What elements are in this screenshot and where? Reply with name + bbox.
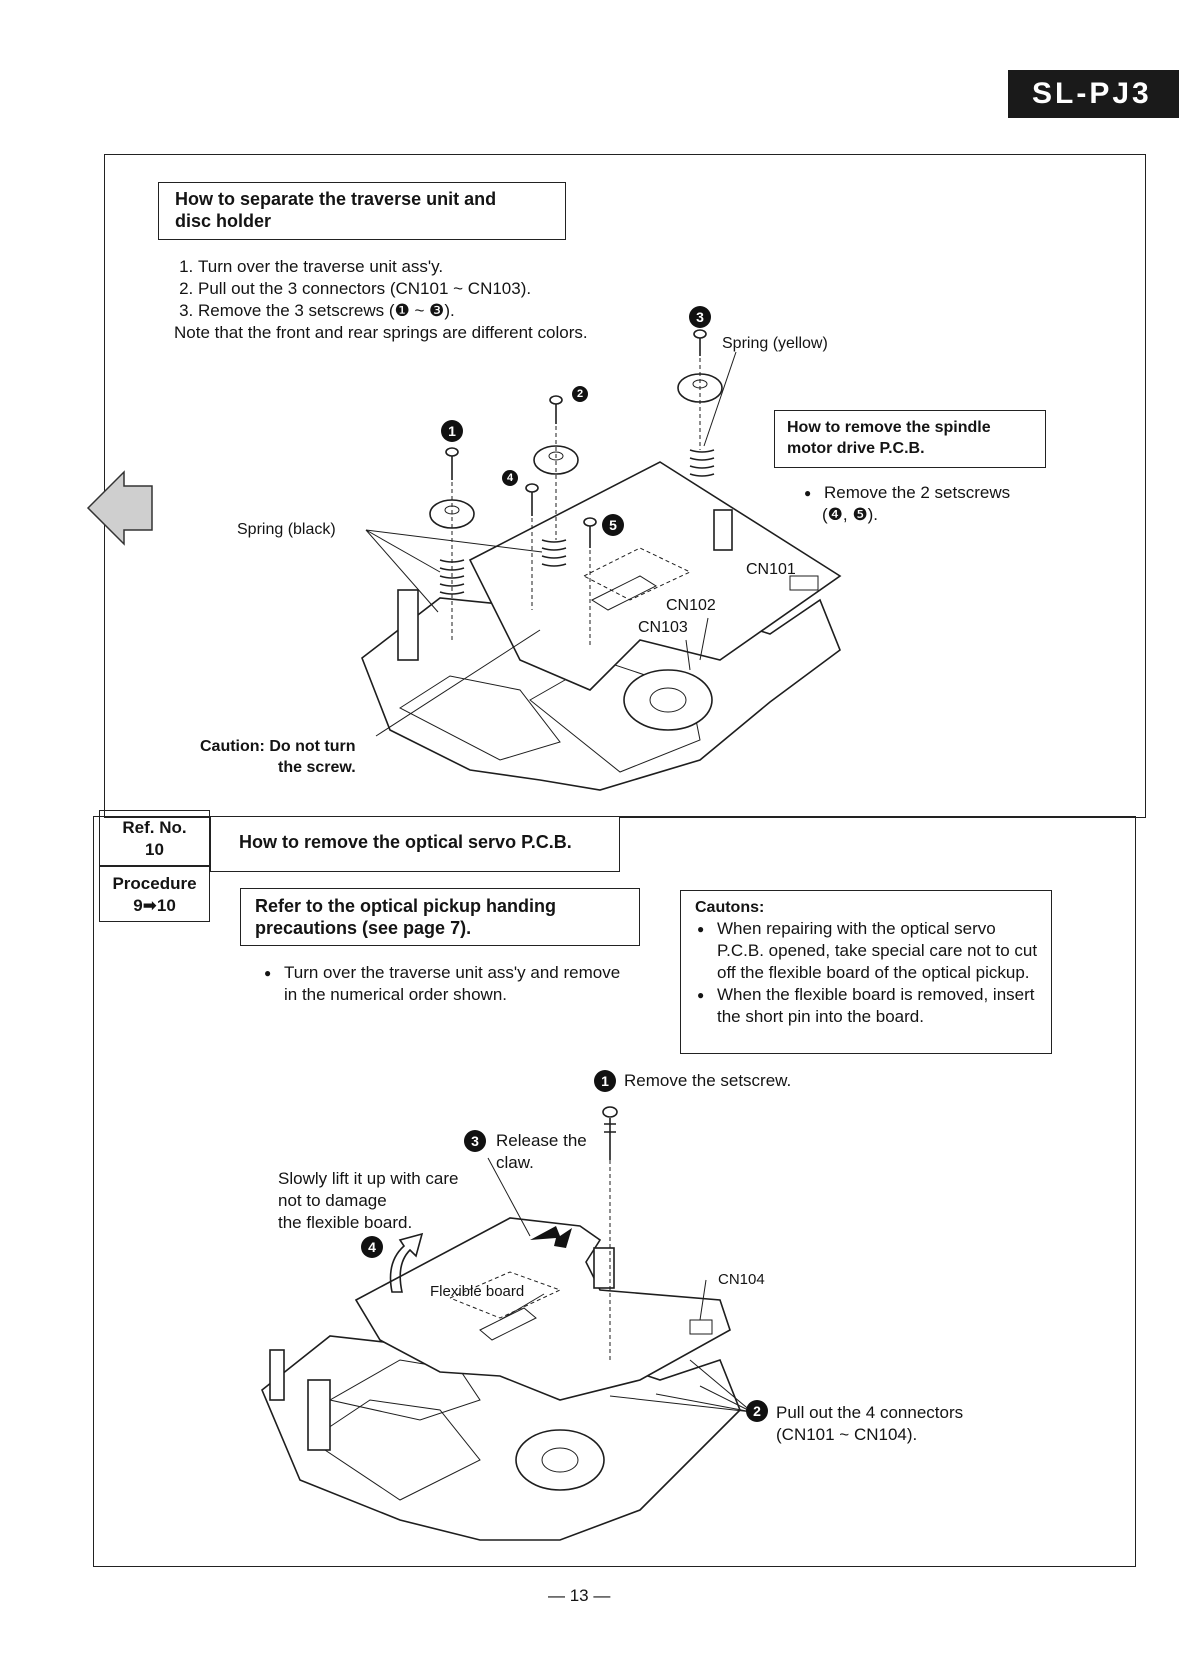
- model-badge: SL-PJ3: [1008, 70, 1179, 118]
- section1-step-2: Pull out the 3 connectors (CN101 ~ CN103…: [198, 278, 654, 300]
- refer-line1: Refer to the optical pickup handing: [255, 896, 557, 916]
- caution-item-1: When repairing with the optical servo P.…: [697, 918, 1039, 984]
- cn101-label: CN101: [746, 561, 796, 578]
- section2-bullet-line1: Turn over the traverse unit ass'y and re…: [284, 963, 621, 982]
- step2-line2: (CN101 ~ CN104).: [776, 1425, 918, 1444]
- section1-title-line1: How to separate the traverse unit and: [175, 189, 497, 209]
- section1-steps: Turn over the traverse unit ass'y. Pull …: [174, 256, 654, 322]
- screw-marker-1: 1: [441, 420, 463, 442]
- cn103-label: CN103: [638, 619, 688, 636]
- step4-line2: not to damage: [278, 1191, 387, 1210]
- section1-step-1: Turn over the traverse unit ass'y.: [198, 256, 654, 278]
- caution-line1: Caution: Do not turn: [200, 738, 356, 755]
- step3-line2: claw.: [496, 1153, 534, 1172]
- step4-line3: the flexible board.: [278, 1213, 413, 1232]
- spindle-bullet: Remove the 2 setscrews (❹, ❺).: [802, 482, 1042, 526]
- step3-line1: Release the: [496, 1131, 587, 1150]
- step-marker-3: 3: [464, 1130, 486, 1152]
- section1-title-box: How to separate the traverse unit and di…: [158, 182, 566, 240]
- refno-box: Ref. No. 10: [99, 810, 210, 866]
- step-marker-2: 2: [746, 1400, 768, 1422]
- screw-marker-2: 2: [572, 386, 588, 402]
- step-marker-1: 1: [594, 1070, 616, 1092]
- page-number: — 13 —: [548, 1586, 611, 1605]
- screw-marker-4: 4: [502, 470, 518, 486]
- upper-section-frame: [104, 154, 1146, 818]
- cautions-box: Cautons: When repairing with the optical…: [680, 890, 1052, 1054]
- side-arrow-icon: [86, 470, 153, 546]
- procedure-value: 9➡10: [133, 896, 176, 915]
- step1-label: Remove the setscrew.: [624, 1071, 792, 1090]
- cn104-label: CN104: [718, 1271, 765, 1288]
- procedure-label: Procedure: [112, 874, 197, 893]
- section2-bullet-item: Turn over the traverse unit ass'y and re…: [264, 962, 662, 1006]
- spring-yellow-label: Spring (yellow): [722, 335, 828, 352]
- screw-marker-3: 3: [689, 306, 711, 328]
- step-marker-4: 4: [361, 1236, 383, 1258]
- spring-black-label: Spring (black): [237, 521, 336, 538]
- section2-title-box: How to remove the optical servo P.C.B.: [210, 816, 620, 872]
- step4-line1: Slowly lift it up with care: [278, 1169, 459, 1188]
- section1-step-3: Remove the 3 setscrews (❶ ~ ❸).: [198, 300, 654, 322]
- section1-caution: Caution: Do not turn the screw.: [200, 736, 356, 778]
- step2-text: Pull out the 4 connectors (CN101 ~ CN104…: [776, 1402, 963, 1446]
- procedure-box: Procedure 9➡10: [99, 866, 210, 922]
- screw-marker-5: 5: [602, 514, 624, 536]
- refno-value: 10: [145, 840, 164, 859]
- flexible-board-label: Flexible board: [430, 1283, 525, 1300]
- caution-line2: the screw.: [278, 759, 356, 776]
- caution-item-2: When the flexible board is removed, inse…: [697, 984, 1039, 1028]
- step2-line1: Pull out the 4 connectors: [776, 1403, 964, 1422]
- cn102-label: CN102: [666, 597, 716, 614]
- section1-title-line2: disc holder: [175, 211, 272, 231]
- spindle-title-line2: motor drive P.C.B.: [787, 440, 925, 457]
- section2-bullet: Turn over the traverse unit ass'y and re…: [262, 962, 662, 1006]
- spindle-title-box: How to remove the spindle motor drive P.…: [774, 410, 1046, 468]
- spindle-bullet-text: Remove the 2 setscrews: [804, 482, 1042, 504]
- refer-box: Refer to the optical pickup handing prec…: [240, 888, 640, 946]
- section2-bullet-line2: in the numerical order shown.: [284, 985, 508, 1004]
- refer-line2: precautions (see page 7).: [255, 918, 472, 938]
- spindle-bullet-refs: (❹, ❺).: [822, 505, 878, 524]
- cautions-title: Cautons:: [695, 899, 765, 916]
- spindle-title-line1: How to remove the spindle: [787, 419, 991, 436]
- step4-text: Slowly lift it up with care not to damag…: [278, 1168, 458, 1234]
- refno-label: Ref. No.: [122, 818, 187, 837]
- section1-note: Note that the front and rear springs are…: [174, 323, 588, 342]
- step3-text: Release the claw.: [496, 1130, 587, 1174]
